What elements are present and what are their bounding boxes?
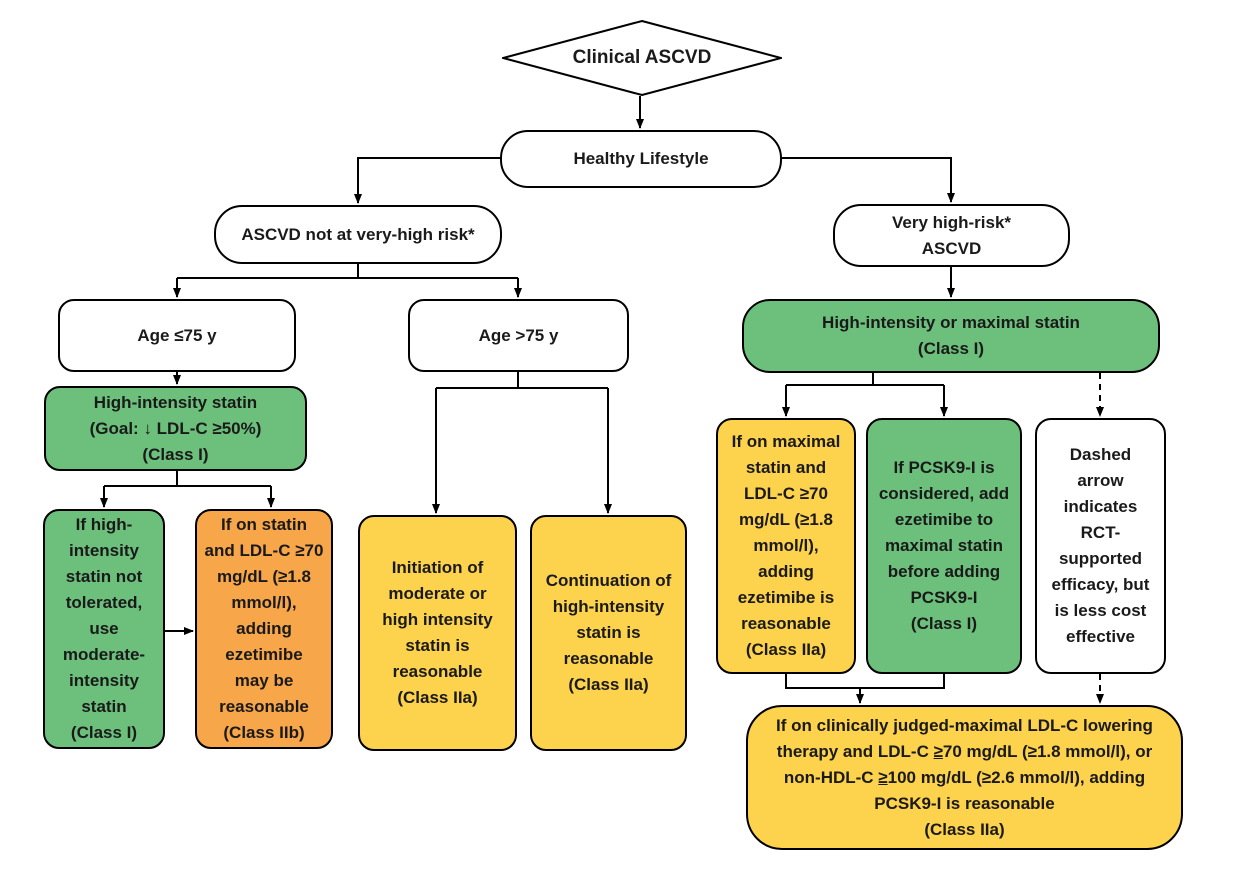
node-label: Healthy Lifestyle [573,149,709,168]
node-label: ASCVD not at very-high risk* [241,224,475,244]
node-initiation: Initiation of moderate or high intensity… [358,515,517,751]
node-age-gt75: Age >75 y [408,299,629,372]
final-line-4: PCSK9-I is reasonable [874,793,1055,813]
node-label: Clinical ASCVD [572,47,712,68]
node-label: If on maximal statin and LDL-C ≥70 mg/dL… [731,432,841,659]
final-line-1: If on clinically judged-maximal LDL-C lo… [776,715,1153,735]
node-label: If PCSK9-I is considered, add ezetimibe … [878,458,1010,633]
node-label: If high- intensity statin not tolerated,… [62,515,146,742]
node-ezetimibe-class-iia: If on maximal statin and LDL-C ≥70 mg/dL… [716,418,856,674]
node-label: Dashed arrow indicates RCT- supported ef… [1051,445,1150,646]
node-label: Continuation of high-intensity statin is… [545,571,672,694]
node-healthy-lifestyle: Healthy Lifestyle [500,130,782,188]
node-label: If on statin and LDL-C ≥70 mg/dL (≥1.8 m… [204,515,324,742]
final-line-3a: non-HDL-C [783,767,879,787]
node-pcsk9-considered: If PCSK9-I is considered, add ezetimibe … [866,418,1022,674]
node-not-very-high-risk: ASCVD not at very-high risk* [214,205,502,264]
node-ezetimibe-class-iib: If on statin and LDL-C ≥70 mg/dL (≥1.8 m… [195,509,333,749]
node-statin-not-tolerated: If high- intensity statin not tolerated,… [43,509,165,749]
final-ge-symbol-2: ≥ [878,767,888,787]
node-label: Initiation of moderate or high intensity… [382,558,493,707]
node-clinical-ascvd: Clinical ASCVD [502,20,782,96]
node-high-intensity-statin: High-intensity statin (Goal: ↓ LDL-C ≥50… [44,386,307,471]
node-dashed-arrow-note: Dashed arrow indicates RCT- supported ef… [1035,418,1166,674]
final-line-2a: therapy and LDL-C [776,741,934,761]
node-label: Age >75 y [478,325,559,345]
node-continuation: Continuation of high-intensity statin is… [530,515,687,751]
node-label: Very high-risk* ASCVD [891,212,1012,258]
final-line-5: (Class IIa) [924,819,1005,839]
final-line-2b: 70 mg/dL (≥1.8 mmol/l), or [942,741,1153,761]
final-line-3b: 100 mg/dL (≥2.6 mmol/l), adding [887,767,1146,787]
node-very-high-risk: Very high-risk* ASCVD [833,204,1070,267]
node-label: Age ≤75 y [137,325,217,345]
arrow-lifestyle-to-very-high [780,157,955,203]
node-label: High-intensity statin (Goal: ↓ LDL-C ≥50… [89,392,262,464]
node-max-statin: High-intensity or maximal statin (Class … [742,299,1160,373]
node-age-le75: Age ≤75 y [58,299,296,372]
diamond-shape [502,20,782,96]
node-pcsk9-reasonable: If on clinically judged-maximal LDL-C lo… [746,705,1183,850]
node-label: High-intensity or maximal statin (Class … [822,313,1080,358]
arrow-lifestyle-to-not-very-high [354,157,502,204]
final-ge-symbol-1: ≥ [933,741,943,761]
line-merge-to-final [785,674,945,689]
node-label: If on clinically judged-maximal LDL-C lo… [776,713,1153,843]
